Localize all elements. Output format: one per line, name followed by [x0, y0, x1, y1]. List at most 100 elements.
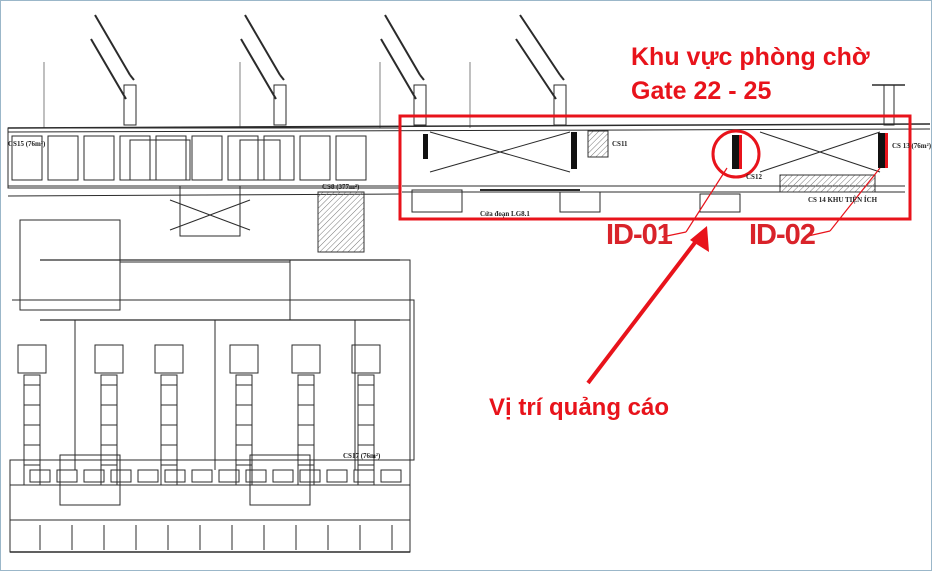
ad-mark-id02-accent: [885, 133, 888, 168]
south-room-7: [218, 469, 240, 483]
leader-id01: [661, 231, 687, 238]
jet-bridge-0-c: [129, 74, 135, 81]
jet-bridge-1-c: [279, 74, 285, 81]
west-room-3: [119, 135, 151, 181]
lane-body-0: [23, 374, 41, 486]
toilet-block-1: [129, 139, 191, 181]
south-room-3: [110, 469, 132, 483]
east-wall: [409, 299, 415, 461]
lane-head-3: [229, 344, 259, 374]
south-room-5: [164, 469, 186, 483]
south-room-8: [245, 469, 267, 483]
terminal-top-wall: [7, 123, 931, 129]
label-cs14: CS 14 KHU TIỆN ÍCH: [808, 196, 878, 204]
south-room-12: [353, 469, 375, 483]
jet-bridge-2-c: [419, 74, 425, 81]
callout-label: Vị trí quảng cáo: [489, 394, 670, 421]
west-room-2: [83, 135, 115, 181]
gate-room-3: [699, 193, 741, 213]
jet-bridge-pier-1: [273, 84, 287, 126]
south-room-1: [56, 469, 78, 483]
label-hall: Cửa đoạn LG8.1: [480, 210, 530, 218]
hatched-area-utility: [779, 174, 876, 193]
lane-head-0: [17, 344, 47, 374]
label-cs8: CS8 (377m²): [322, 183, 360, 191]
lane-body-1: [100, 374, 118, 486]
south-core-2: [249, 454, 311, 506]
jet-bridge-3-b: [515, 38, 557, 100]
jet-bridge-3-a: [519, 14, 561, 76]
south-block: [9, 459, 411, 553]
jet-bridge-2-b: [380, 38, 417, 100]
label-cs12: CS12: [746, 173, 762, 181]
west-wing-block: [7, 127, 401, 189]
title-line-1: Khu vực phòng chờ: [631, 43, 870, 71]
label-cs13: CS 13 (76m²): [892, 142, 932, 150]
toilet-block-2: [239, 139, 281, 181]
central-core: [179, 185, 241, 237]
west-room-0: [11, 135, 43, 181]
west-room-1: [47, 135, 79, 181]
west-hall-block: [19, 219, 121, 311]
jet-bridge-1-b: [240, 38, 277, 100]
lane-head-1: [94, 344, 124, 374]
west-room-8: [299, 135, 331, 181]
ad-id-02: ID-02: [749, 219, 816, 251]
west-room-9: [335, 135, 367, 181]
kiosk-mark-1: [423, 134, 428, 159]
lane-head-5: [351, 344, 381, 374]
jet-bridge-0-b: [90, 38, 127, 100]
leader-id02b: [829, 167, 881, 232]
hatched-area-left: [587, 130, 609, 158]
jet-bridge-3-c: [559, 74, 565, 81]
label-cs17: CS17 (76m²): [343, 452, 381, 460]
ad-mark-id01: [732, 135, 739, 169]
lane-head-4: [291, 344, 321, 374]
callout-arrow-shaft: [586, 234, 702, 385]
jet-bridge-pier-0: [123, 84, 137, 126]
title-line-2: Gate 22 - 25: [631, 77, 772, 105]
ad-id-01: ID-01: [606, 219, 673, 251]
west-room-5: [191, 135, 223, 181]
west-room-7: [263, 135, 295, 181]
south-room-13: [380, 469, 402, 483]
terminal-top-wall-inner: [7, 128, 931, 133]
ad-position-circle: [711, 129, 761, 179]
jet-bridge-pier-2: [413, 84, 427, 126]
east-hall-block: [289, 259, 411, 321]
south-core-1: [59, 454, 121, 506]
west-room-4: [155, 135, 187, 181]
south-room-0: [29, 469, 51, 483]
central-core-diag-b: [169, 199, 251, 231]
south-room-2: [83, 469, 105, 483]
south-room-4: [137, 469, 159, 483]
leader-id02: [807, 230, 831, 237]
ad-mark-id01-accent: [739, 135, 742, 169]
south-room-11: [326, 469, 348, 483]
gate-cross-1b: [429, 131, 571, 173]
leader-id01b: [685, 167, 728, 233]
lane-head-2: [154, 344, 184, 374]
jet-bridge-pier-4: [883, 84, 895, 126]
lane-body-4: [297, 374, 315, 486]
west-room-6: [227, 135, 259, 181]
jet-bridge-pier-3: [553, 84, 567, 126]
hatched-area-cs8: [317, 191, 365, 253]
gate-room-1: [411, 189, 463, 213]
jet-bridge-2-a: [384, 14, 421, 76]
callout-arrow-head: [690, 226, 709, 252]
gate-room-2: [559, 191, 601, 213]
jet-bridge-0-a: [94, 14, 131, 76]
lane-body-5: [357, 374, 375, 486]
label-cs15: CS15 (76m²): [8, 140, 46, 148]
gate-cross-2b: [759, 131, 881, 173]
label-cs11: CS11: [612, 140, 628, 148]
kiosk-mark-2: [571, 132, 577, 169]
jet-bridge-1-a: [244, 14, 281, 76]
south-room-9: [272, 469, 294, 483]
south-room-6: [191, 469, 213, 483]
waiting-area-highlight: [398, 114, 912, 221]
lane-body-2: [160, 374, 178, 486]
